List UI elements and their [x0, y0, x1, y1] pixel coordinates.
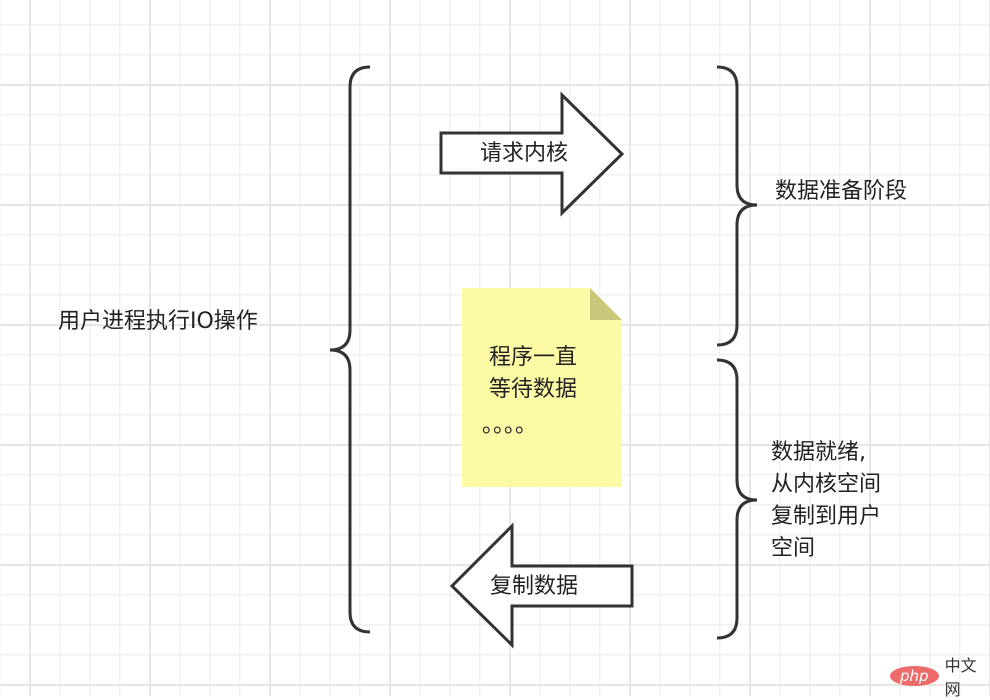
sticky-note-fold: [590, 288, 622, 320]
ready-line-3: 复制到用户: [771, 504, 882, 529]
ready-line-4: 空间: [771, 536, 816, 561]
copy-data-label: 复制数据: [490, 574, 579, 599]
right-brace-top: [716, 65, 758, 347]
sticky-note: [462, 288, 622, 487]
watermark-text: 中文网: [944, 656, 977, 699]
left-brace: [329, 65, 371, 634]
watermark: php 中文网: [890, 652, 990, 700]
right-brace-bottom: [716, 358, 758, 640]
request-kernel-label: 请求内核: [480, 141, 569, 166]
wait-line-2: 等待数据: [489, 377, 578, 402]
user-process-label: 用户进程执行IO操作: [58, 309, 258, 334]
data-prep-label: 数据准备阶段: [775, 179, 908, 204]
copy-arrow: [449, 522, 634, 649]
ready-line-2: 从内核空间: [771, 472, 882, 497]
php-logo: php: [890, 666, 939, 686]
wait-line-1: 程序一直: [489, 345, 578, 370]
ready-line-1: 数据就绪,: [771, 440, 866, 465]
wait-line-3: 。。。。: [482, 413, 538, 438]
request-arrow: [439, 91, 625, 217]
